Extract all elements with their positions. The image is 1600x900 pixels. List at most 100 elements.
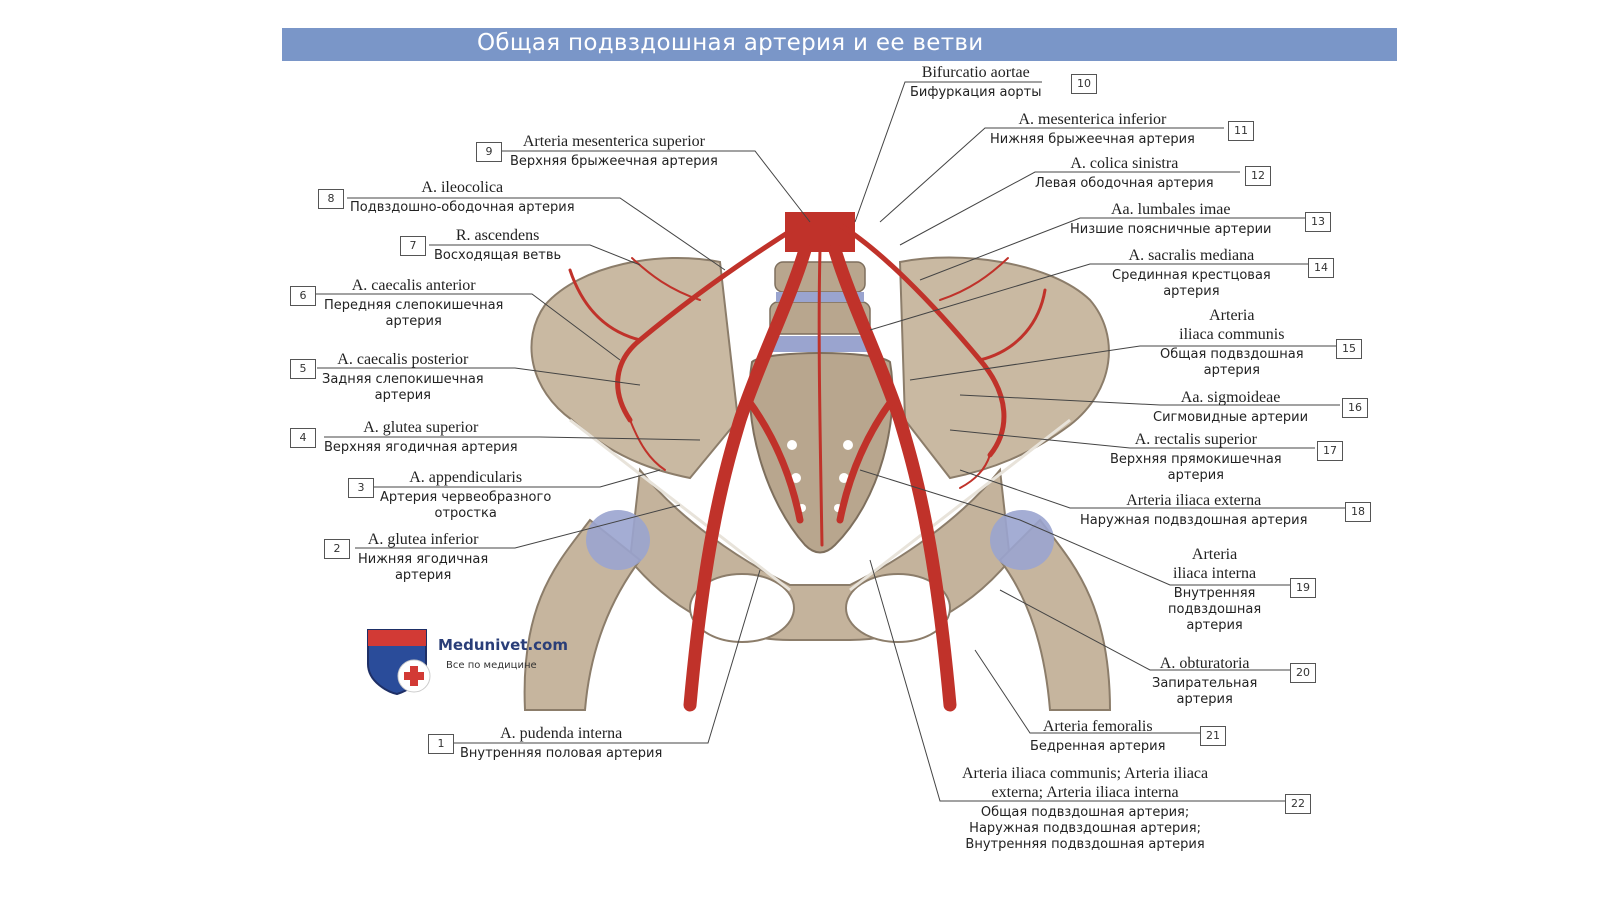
leader-line-15 [909, 345, 1336, 381]
label-2-russian: Нижняя ягодичная артерия [358, 552, 489, 583]
label-15-latin: Arteria iliaca communis [1179, 307, 1285, 343]
label-6-russian: Передняя слепокишечная артерия [324, 298, 504, 329]
label-7-russian: Восходящая ветвь [434, 248, 562, 263]
label-21-latin: Arteria femoralis [1042, 718, 1153, 735]
label-8: A. ileocolica Подвздошно-ободочная артер… [350, 178, 575, 216]
label-14: A. sacralis mediana Срединная крестцовая… [1112, 246, 1271, 300]
sacral-foramina [787, 440, 853, 512]
label-8-number: 8 [318, 189, 344, 209]
label-14-russian: Срединная крестцовая артерия [1112, 268, 1271, 299]
label-4-latin: A. glutea superior [363, 419, 479, 436]
label-12: A. colica sinistra Левая ободочная артер… [1035, 154, 1214, 192]
label-3: A. appendicularis Артерия червеобразного… [380, 468, 551, 522]
label-3-russian: Артерия червеобразного отростка [380, 490, 552, 521]
leader-line-17 [949, 429, 1315, 449]
label-1-number: 1 [428, 734, 454, 754]
label-16: Aa. sigmoideae Сигмовидные артерии [1153, 388, 1308, 426]
arterial-branch [631, 257, 701, 301]
label-22-number: 22 [1285, 794, 1311, 814]
leader-line-11 [879, 127, 1224, 223]
label-18-russian: Наружная подвздошная артерия [1080, 513, 1308, 528]
label-14-number: 14 [1308, 258, 1334, 278]
label-20-number: 20 [1290, 663, 1316, 683]
leader-line-20 [999, 589, 1290, 671]
label-18-number: 18 [1345, 502, 1371, 522]
label-1-russian: Внутренняя половая артерия [460, 746, 663, 761]
label-20-latin: A. obturatoria [1159, 655, 1250, 672]
left-iliac-wing [898, 256, 1110, 480]
label-12-latin: A. colica sinistra [1070, 155, 1179, 172]
label-4-number: 4 [290, 428, 316, 448]
label-19-latin: Arteria iliaca interna [1173, 546, 1257, 582]
logo-name: Medunivet.com [438, 636, 568, 654]
label-2-latin: A. glutea inferior [367, 531, 479, 548]
left-inguinal-ligament [849, 418, 1071, 592]
leader-line-16 [959, 394, 1340, 406]
leader-line-18 [959, 469, 1345, 509]
label-17-russian: Верхняя прямокишечная артерия [1110, 452, 1282, 483]
label-1-latin: A. pudenda interna [500, 725, 623, 742]
label-6-latin: A. caecalis anterior [351, 277, 476, 294]
label-21: Arteria femoralis Бедренная артерия [1030, 717, 1165, 755]
right-internal-iliac-artery [744, 396, 804, 524]
label-14-latin: A. sacralis mediana [1128, 247, 1255, 264]
leader-line-8 [347, 197, 726, 271]
right-iliac-wing [530, 256, 740, 480]
arterial-branch [939, 257, 1009, 301]
leader-lines [313, 81, 1345, 802]
label-18-latin: Arteria iliaca externa [1126, 492, 1262, 509]
leader-line-2 [355, 504, 681, 549]
leader-line-21 [974, 649, 1200, 734]
label-11-latin: A. mesenterica inferior [1018, 111, 1167, 128]
label-15: Arteria iliaca communis Общая подвздошна… [1160, 306, 1304, 379]
logo: Medunivet.com Все по медицине [364, 624, 568, 696]
label-8-russian: Подвздошно-ободочная артерия [350, 200, 575, 215]
leader-line-5 [317, 367, 641, 386]
left-obturator-foramen [845, 573, 951, 643]
superior-mesenteric-artery [615, 222, 803, 423]
left-femoral-head [990, 510, 1054, 570]
label-2-number: 2 [324, 539, 350, 559]
leader-line-22 [869, 559, 1285, 802]
label-13-russian: Низшие поясничные артерии [1070, 222, 1272, 237]
ileocolic-artery [568, 268, 642, 342]
leader-line-4 [324, 436, 701, 441]
arteries [568, 212, 1047, 712]
label-10-number: 10 [1071, 74, 1097, 94]
label-2: A. glutea inferior Нижняя ягодичная арте… [358, 530, 488, 584]
label-16-russian: Сигмовидные артерии [1153, 410, 1309, 425]
leader-line-9 [500, 150, 811, 223]
leader-line-12 [899, 171, 1240, 246]
label-9: Arteria mesenterica superior Верхняя бры… [510, 132, 718, 170]
shield-logo-icon [367, 629, 431, 696]
label-10-latin: Bifurcatio aortae [921, 64, 1030, 81]
label-22-latin: Arteria iliaca communis; Arteria iliaca … [962, 765, 1209, 801]
label-6-number: 6 [290, 286, 316, 306]
label-3-number: 3 [348, 478, 374, 498]
label-4-russian: Верхняя ягодичная артерия [324, 440, 518, 455]
label-10: Bifurcatio aortae Бифуркация аорты [910, 63, 1042, 101]
label-9-russian: Верхняя брыжеечная артерия [510, 154, 718, 169]
label-11: A. mesenterica inferior Нижняя брыжеечна… [990, 110, 1195, 148]
label-9-number: 9 [476, 142, 502, 162]
leader-line-3 [374, 469, 661, 488]
label-11-number: 11 [1228, 121, 1254, 141]
leader-line-6 [313, 293, 621, 361]
label-22-russian: Общая подвздошная артерия; Наружная подв… [965, 805, 1205, 852]
leader-line-14 [869, 263, 1310, 331]
label-9-latin: Arteria mesenterica superior [522, 133, 705, 150]
label-19-russian: Внутренняя подвздошная артерия [1168, 586, 1262, 633]
label-15-russian: Общая подвздошная артерия [1160, 347, 1304, 378]
left-common-iliac-artery [828, 243, 957, 712]
label-12-russian: Левая ободочная артерия [1035, 176, 1214, 191]
inferior-mesenteric-artery [837, 222, 1007, 458]
label-10-russian: Бифуркация аорты [910, 85, 1042, 100]
median-sacral-artery [817, 248, 824, 547]
label-5-number: 5 [290, 359, 316, 379]
label-21-russian: Бедренная артерия [1030, 739, 1166, 754]
label-7-latin: R. ascendens [455, 227, 540, 244]
label-11-russian: Нижняя брыжеечная артерия [990, 132, 1195, 147]
label-6: A. caecalis anterior Передняя слепокишеч… [324, 276, 503, 330]
label-16-latin: Aa. sigmoideae [1180, 389, 1281, 406]
